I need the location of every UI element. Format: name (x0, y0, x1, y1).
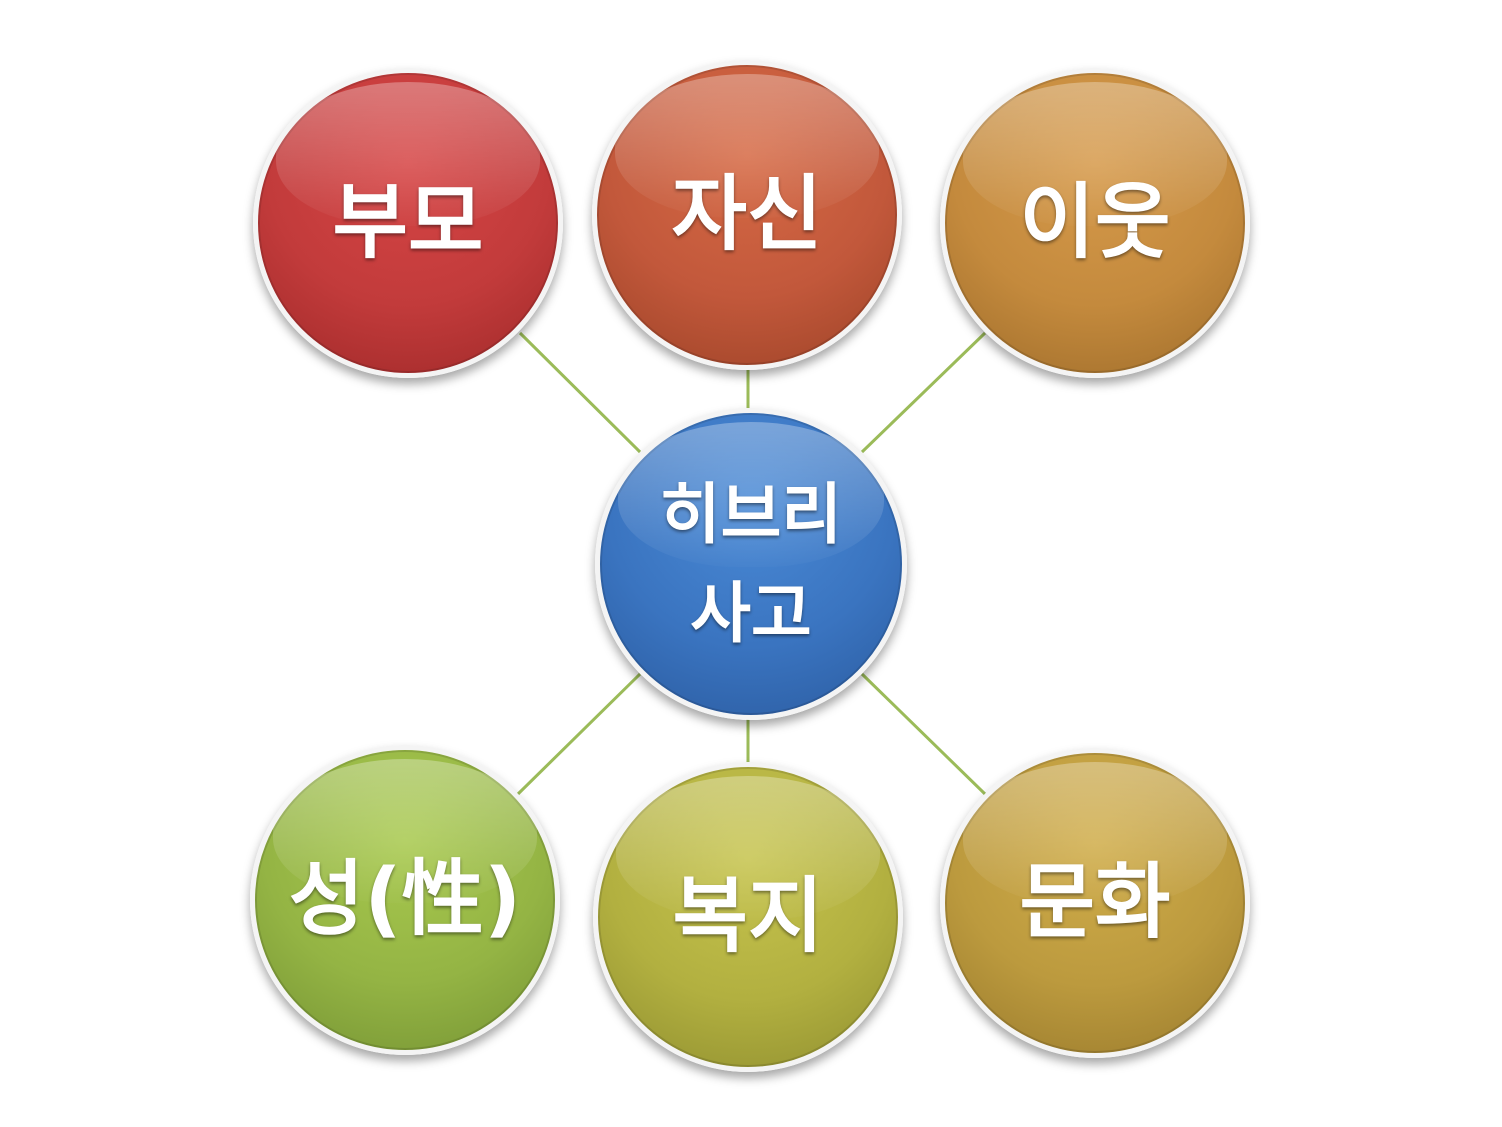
node-welfare: 복지 (593, 762, 903, 1072)
connector-parent (518, 331, 642, 454)
node-self: 자신 (592, 60, 902, 370)
node-neighbor: 이웃 (940, 68, 1250, 378)
node-culture-label: 문화 (1019, 854, 1171, 950)
node-sex-label: 성(性) (288, 851, 522, 947)
node-neighbor-label: 이웃 (1019, 174, 1171, 270)
node-center: 히브리 사고 (595, 408, 907, 720)
connector-neighbor (860, 331, 987, 454)
connector-culture (860, 672, 987, 796)
node-parent: 부모 (253, 68, 563, 378)
node-parent-label: 부모 (332, 174, 484, 270)
connector-sex (516, 672, 642, 796)
node-culture: 문화 (940, 748, 1250, 1058)
node-sex: 성(性) (250, 745, 560, 1055)
node-self-label: 자신 (671, 166, 823, 262)
node-center-label: 히브리 사고 (659, 476, 843, 652)
node-welfare-label: 복지 (672, 868, 824, 964)
